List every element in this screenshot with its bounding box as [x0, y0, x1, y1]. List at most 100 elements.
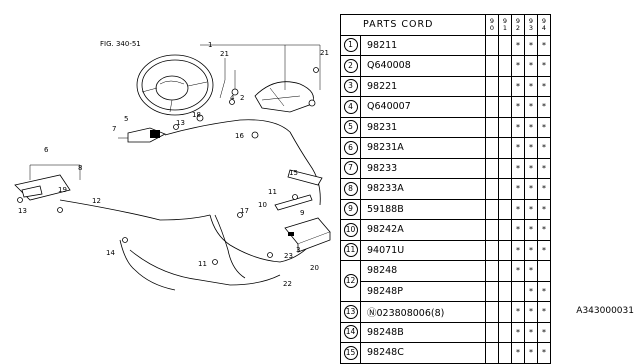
part-number: 3 [340, 75, 361, 97]
callout-15: 15 [289, 169, 298, 177]
year-mark [485, 178, 499, 200]
year-mark: * [524, 280, 538, 302]
year-mark [485, 219, 499, 241]
callout-9: 9 [300, 209, 304, 217]
part-code: Q640008 [360, 55, 486, 77]
year-mark [498, 178, 512, 200]
year-mark [498, 34, 512, 56]
year-mark: * [511, 219, 525, 241]
callout-4: 4 [230, 94, 235, 102]
year-mark: * [524, 116, 538, 138]
year-mark: * [537, 137, 551, 159]
airbag-module [254, 81, 316, 113]
year-mark: * [511, 260, 525, 282]
callout-20: 20 [310, 264, 319, 272]
year-mark: * [537, 301, 551, 323]
part-number: 10 [340, 219, 361, 241]
callout-17: 17 [240, 207, 249, 215]
year-mark: * [511, 178, 525, 200]
year-mark: * [524, 198, 538, 220]
year-mark: * [524, 34, 538, 56]
year-mark: * [511, 301, 525, 323]
year-mark [498, 321, 512, 343]
year-mark [498, 55, 512, 77]
part-code: 98248C [360, 342, 486, 364]
callout-12: 12 [92, 197, 101, 205]
part-code: 98233 [360, 157, 486, 179]
year-mark [485, 342, 499, 364]
year-mark [485, 198, 499, 220]
year-mark: * [524, 157, 538, 179]
callout-5: 5 [124, 115, 128, 123]
part-number: 15 [340, 342, 361, 364]
year-mark [511, 280, 525, 302]
year-mark: * [537, 157, 551, 179]
year-mark [498, 280, 512, 302]
year-mark: * [524, 219, 538, 241]
part-code: 98248 [360, 260, 486, 282]
year-mark: * [537, 239, 551, 261]
year-mark: * [511, 321, 525, 343]
callout-11b: 11 [198, 260, 207, 268]
year-mark: * [524, 178, 538, 200]
left-sensor [14, 164, 81, 203]
part-number: 14 [340, 321, 361, 343]
callout-19: 19 [58, 186, 67, 194]
part-number: 7 [340, 157, 361, 179]
callout-6: 6 [44, 146, 49, 154]
year-mark: * [511, 157, 525, 179]
callout-14: 14 [106, 249, 115, 257]
part-code: 98231 [360, 116, 486, 138]
year-mark: * [524, 342, 538, 364]
part-code: 98248P [360, 280, 486, 302]
part-number: 12 [340, 260, 361, 302]
callout-13b: 13 [18, 207, 27, 215]
year-mark: * [511, 137, 525, 159]
year-mark: * [537, 321, 551, 343]
year-mark: * [524, 75, 538, 97]
part-number: 13 [340, 301, 361, 323]
year-mark [485, 34, 499, 56]
part-code: 98231A [360, 137, 486, 159]
year-mark: * [524, 321, 538, 343]
year-mark: * [537, 178, 551, 200]
callout-23: 23 [284, 252, 293, 260]
year-mark: * [537, 55, 551, 77]
callout-8: 8 [78, 164, 82, 172]
year-mark: * [511, 34, 525, 56]
year-mark: * [511, 55, 525, 77]
part-code: 98221 [360, 75, 486, 97]
year-mark: * [511, 96, 525, 118]
year-mark [485, 157, 499, 179]
year-mark [485, 280, 499, 302]
year-mark [498, 96, 512, 118]
year-mark: * [537, 116, 551, 138]
part-number: 6 [340, 137, 361, 159]
part-code: 98211 [360, 34, 486, 56]
parts-diagram: FIG. 340-51 [14, 40, 331, 291]
year-mark: * [537, 280, 551, 302]
part-number: 1 [340, 34, 361, 56]
year-mark [498, 137, 512, 159]
callout-21: 21 [220, 50, 229, 58]
year-mark [485, 116, 499, 138]
callout-18: 18 [192, 111, 201, 119]
year-mark [537, 260, 551, 282]
steering-wheel [136, 54, 214, 116]
year-mark: * [524, 260, 538, 282]
callout-10: 10 [258, 201, 267, 209]
year-mark: * [511, 342, 525, 364]
